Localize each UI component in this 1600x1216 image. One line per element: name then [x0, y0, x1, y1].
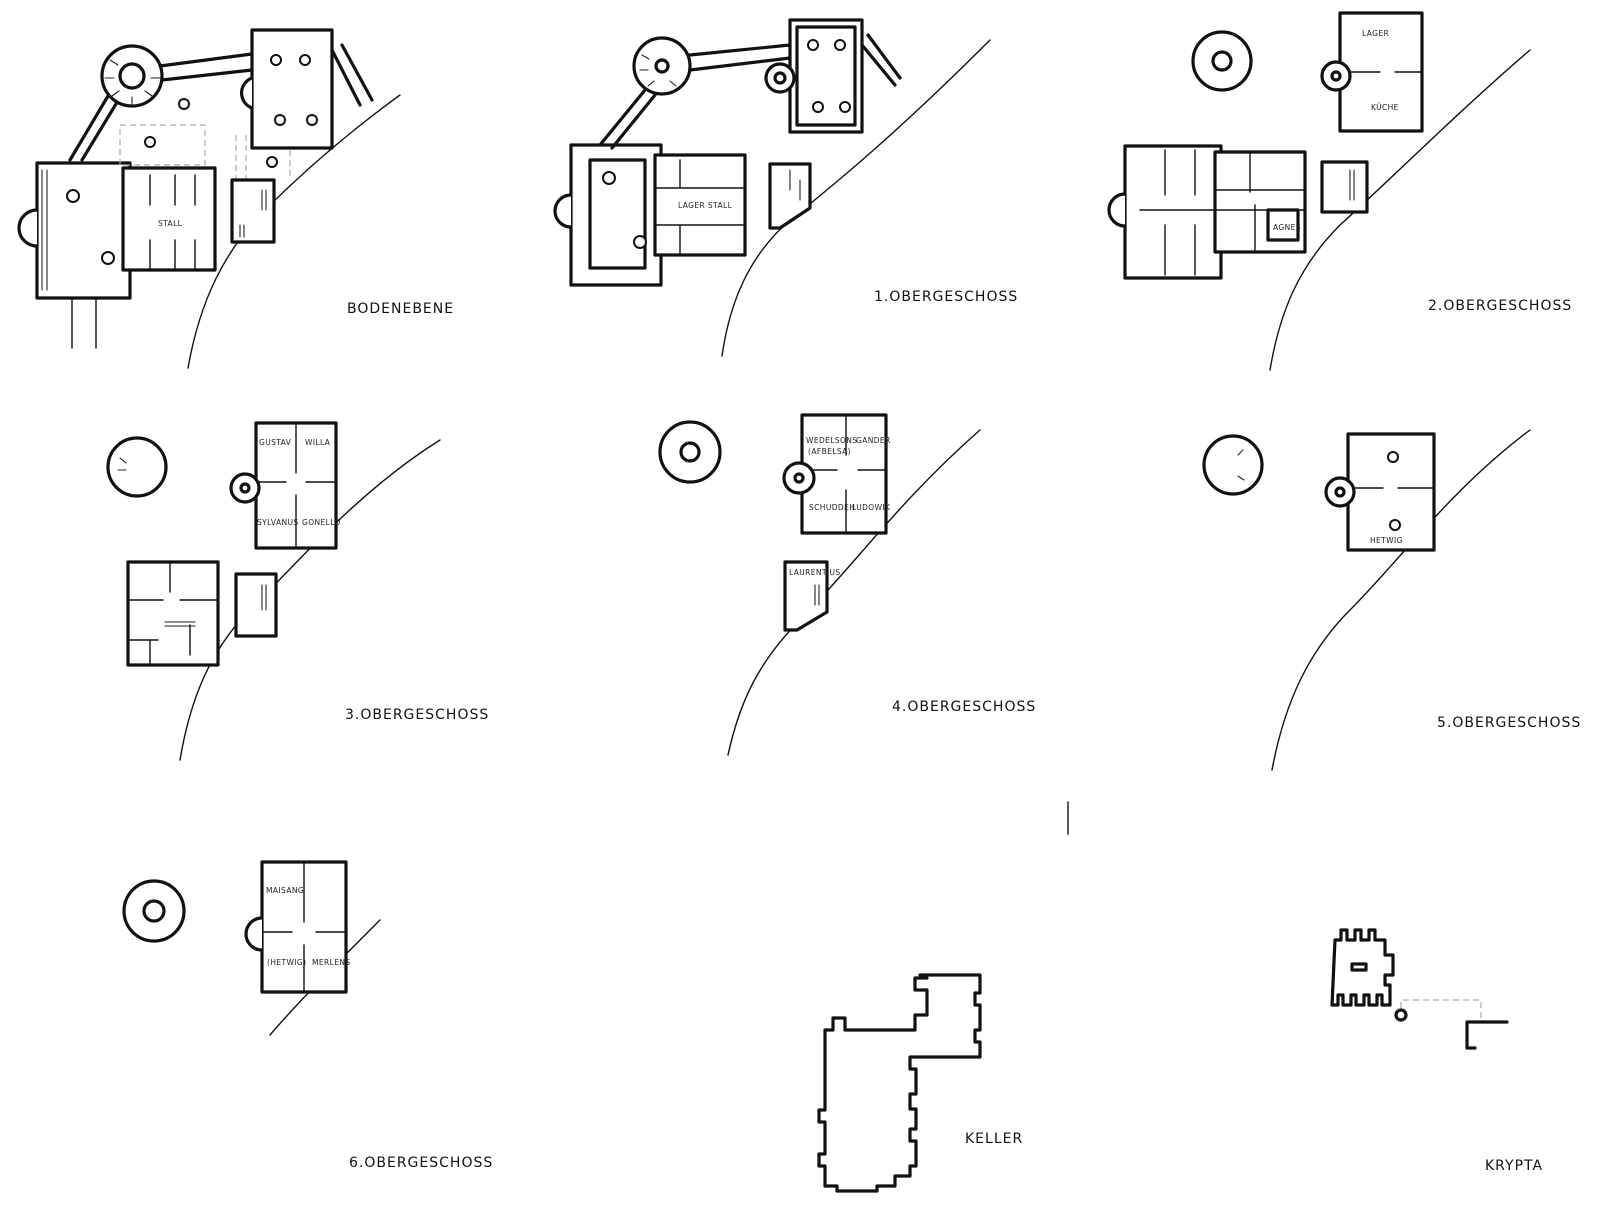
floor-title-ground: BODENEBENE [347, 301, 454, 317]
floor-5-plan: HETWIG 5.OBERGESCHOSS [1202, 429, 1581, 771]
floor-2-plan: AGNES LAGER KÜCHE 2.OBERGESCHOSS [1107, 11, 1572, 371]
room-label-afbelsa: (AFBELSA) [808, 447, 851, 456]
round-tower [658, 420, 722, 484]
floor-title-5: 5.OBERGESCHOSS [1437, 715, 1581, 731]
main-hall [35, 161, 132, 300]
floor-4-plan: WEDELSONS (AFBELSA) GANDER SCHUDDEH LUDO… [658, 413, 1036, 756]
cliff-line [1269, 49, 1531, 371]
room-label-gander: GANDER [856, 436, 891, 445]
room-label-agnes: AGNES [1273, 223, 1301, 232]
room-label-kueche: KÜCHE [1371, 103, 1399, 112]
room-label-willa: WILLA [305, 438, 331, 447]
floor-title-4: 4.OBERGESCHOSS [892, 699, 1036, 715]
floor-title-6: 6.OBERGESCHOSS [349, 1155, 493, 1171]
north-wing [1123, 144, 1223, 280]
floor-title-1: 1.OBERGESCHOSS [874, 289, 1018, 305]
gatehouse-upper [783, 560, 829, 632]
floor-1-plan: LAGER STALL 1.OBERGESCHOSS [553, 18, 1018, 357]
room-label-laurentius: LAURENTIUS [789, 568, 841, 577]
room-label-lager-stall: LAGER STALL [678, 201, 733, 210]
round-tower [1202, 434, 1264, 496]
wall-walk [158, 52, 254, 82]
stable-block [121, 166, 217, 272]
room-label-schuddeh: SCHUDDEH [809, 503, 855, 512]
apse [17, 208, 38, 248]
room-label-gonello: GONELLO [302, 518, 341, 527]
lager-stall-room [653, 153, 747, 257]
room-label-ludowik: LUDOWIK [852, 503, 891, 512]
room-label-hetwig-6: (HETWIG) [267, 958, 306, 967]
keller-outline [817, 973, 982, 1193]
room-label-hetwig: HETWIG [1370, 536, 1403, 545]
round-tower [106, 436, 168, 498]
floor-title-krypta: KRYPTA [1485, 1158, 1543, 1174]
ground-floor-plan: STALL BODENEBENE [17, 28, 454, 369]
keep [250, 28, 334, 150]
krypta-outline [1330, 928, 1395, 1007]
round-tower [122, 879, 186, 943]
room-label-lager: LAGER [1362, 29, 1389, 38]
floor-title-2: 2.OBERGESCHOSS [1428, 298, 1572, 314]
room-label-stall: STALL [158, 219, 183, 228]
floor-6-plan: MAISANG (HETWIG) MERLENS 6.OBERGESCHOSS [122, 860, 493, 1171]
krypta-plan: KRYPTA [1330, 928, 1543, 1174]
room-label-maisang: MAISANG [266, 886, 304, 895]
great-hall-upper [569, 143, 663, 287]
room-label-merlens: MERLENS [312, 958, 351, 967]
floor-3-plan: GUSTAV WILLA SYLVANUS GONELLO 3.OBERGESC… [106, 421, 489, 761]
keller-plan: KELLER [817, 801, 1069, 1193]
floor-title-keller: KELLER [965, 1131, 1023, 1147]
room-label-gustav: GUSTAV [259, 438, 292, 447]
gatehouse [230, 178, 276, 244]
room-label-wedelsons: WEDELSONS [806, 436, 857, 445]
room-label-sylvanus: SYLVANUS [257, 518, 299, 527]
round-tower [1191, 30, 1253, 92]
floor-title-3: 3.OBERGESCHOSS [345, 707, 489, 723]
cliff-line [1271, 429, 1531, 771]
residence-block [800, 413, 888, 535]
